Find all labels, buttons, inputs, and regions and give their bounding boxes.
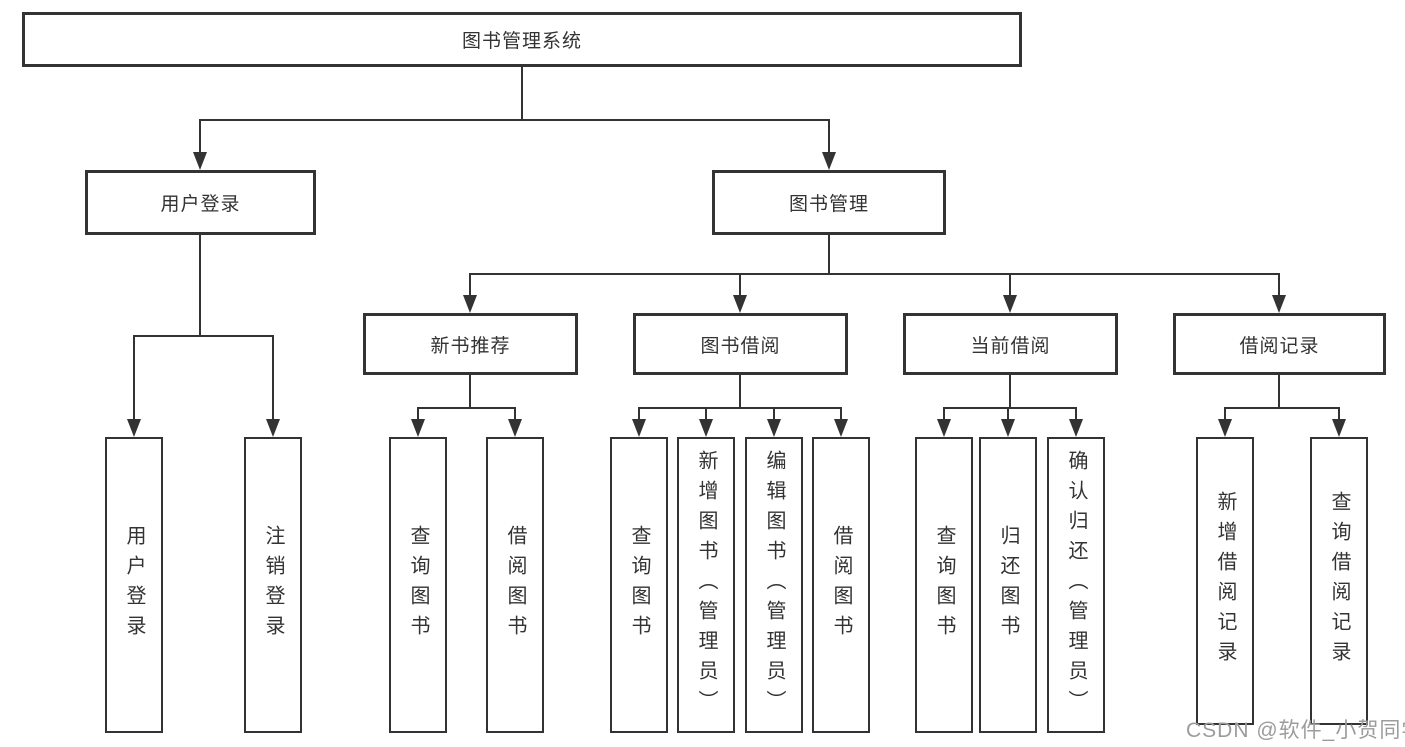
leaf-user-login: 用户登录 — [105, 437, 163, 733]
leaf-borrow-books-2-label: 借阅图书 — [830, 525, 852, 645]
connector-section-trunk — [739, 375, 741, 407]
leaf-add-books-admin-label: 新增图书（管理员） — [695, 450, 717, 720]
connector-stem-user-login — [199, 119, 201, 163]
leaf-borrow-books-2: 借阅图书 — [812, 437, 870, 733]
leaf-query-borrow-record: 查询借阅记录 — [1310, 437, 1368, 725]
node-book-borrow: 图书借阅 — [633, 313, 848, 375]
arrow-down-icon — [508, 419, 522, 437]
connector-section-trunk — [1278, 375, 1280, 407]
leaf-user-login-label: 用户登录 — [123, 525, 145, 645]
leaf-query-books-3: 查询图书 — [915, 437, 973, 733]
node-book-mgmt-label: 图书管理 — [788, 194, 869, 215]
leaf-edit-books-admin-label: 编辑图书（管理员） — [763, 450, 785, 720]
leaf-logout-label: 注销登录 — [262, 525, 284, 645]
leaf-add-borrow-record: 新增借阅记录 — [1196, 437, 1254, 725]
connector-book-mgmt-trunk — [828, 235, 830, 273]
arrow-down-icon — [411, 419, 425, 437]
arrow-down-icon — [632, 419, 646, 437]
leaf-add-books-admin: 新增图书（管理员） — [677, 437, 735, 733]
node-current-borrow-label: 当前借阅 — [970, 335, 1051, 357]
connector-section-trunk — [469, 375, 471, 407]
arrow-down-icon — [1003, 295, 1017, 313]
node-borrow-record-label: 借阅记录 — [1239, 335, 1320, 357]
leaf-query-books-2: 查询图书 — [610, 437, 668, 733]
connector-root-trunk — [521, 67, 523, 119]
leaf-return-books-label: 归还图书 — [997, 525, 1019, 645]
node-root-label: 图书管理系统 — [461, 31, 582, 52]
connector-stem — [1278, 273, 1280, 301]
connector-user-login-bar — [133, 335, 273, 337]
arrow-down-icon — [767, 419, 781, 437]
leaf-confirm-return-admin-label: 确认归还（管理员） — [1065, 450, 1087, 720]
connector-section-bar — [943, 407, 1076, 409]
leaf-edit-books-admin: 编辑图书（管理员） — [745, 437, 803, 733]
arrow-down-icon — [822, 152, 836, 170]
connector-section-bar — [417, 407, 515, 409]
arrow-down-icon — [733, 295, 747, 313]
arrow-down-icon — [193, 152, 207, 170]
connector-stem — [1009, 273, 1011, 301]
connector-root-bar — [199, 119, 829, 121]
node-current-borrow: 当前借阅 — [903, 313, 1118, 375]
leaf-logout: 注销登录 — [244, 437, 302, 733]
arrow-down-icon — [1218, 419, 1232, 437]
connector-stem — [272, 335, 274, 431]
leaf-return-books: 归还图书 — [979, 437, 1037, 733]
leaf-add-borrow-record-label: 新增借阅记录 — [1214, 491, 1236, 671]
connector-user-login-trunk — [199, 235, 201, 335]
node-root: 图书管理系统 — [22, 12, 1022, 67]
arrow-down-icon — [699, 419, 713, 437]
leaf-query-books-2-label: 查询图书 — [628, 525, 650, 645]
node-book-borrow-label: 图书借阅 — [700, 335, 781, 357]
connector-section-bar — [638, 407, 841, 409]
leaf-query-books-1-label: 查询图书 — [407, 525, 429, 645]
connector-stem — [469, 273, 471, 301]
node-user-login-label: 用户登录 — [160, 194, 241, 215]
arrow-down-icon — [1272, 295, 1286, 313]
arrow-down-icon — [463, 295, 477, 313]
arrow-down-icon — [1332, 419, 1346, 437]
leaf-borrow-books-1-label: 借阅图书 — [504, 525, 526, 645]
arrow-down-icon — [1001, 419, 1015, 437]
leaf-confirm-return-admin: 确认归还（管理员） — [1047, 437, 1105, 733]
node-new-book-recommend: 新书推荐 — [363, 313, 578, 375]
arrow-down-icon — [127, 419, 141, 437]
node-new-book-recommend-label: 新书推荐 — [430, 335, 511, 357]
leaf-query-borrow-record-label: 查询借阅记录 — [1328, 491, 1350, 671]
connector-section-bar — [1224, 407, 1339, 409]
connector-stem-book-mgmt — [828, 119, 830, 163]
arrow-down-icon — [937, 419, 951, 437]
leaf-borrow-books-1: 借阅图书 — [486, 437, 544, 733]
watermark: CSDN @软件_小贺同学 — [1186, 719, 1405, 742]
connector-book-mgmt-bar — [469, 273, 1280, 275]
connector-section-trunk — [1009, 375, 1011, 407]
leaf-query-books-3-label: 查询图书 — [933, 525, 955, 645]
arrow-down-icon — [834, 419, 848, 437]
connector-stem — [133, 335, 135, 431]
node-book-mgmt: 图书管理 — [712, 170, 946, 235]
node-borrow-record: 借阅记录 — [1173, 313, 1386, 375]
leaf-query-books-1: 查询图书 — [389, 437, 447, 733]
arrow-down-icon — [266, 419, 280, 437]
arrow-down-icon — [1069, 419, 1083, 437]
connector-stem — [739, 273, 741, 301]
node-user-login: 用户登录 — [85, 170, 316, 235]
